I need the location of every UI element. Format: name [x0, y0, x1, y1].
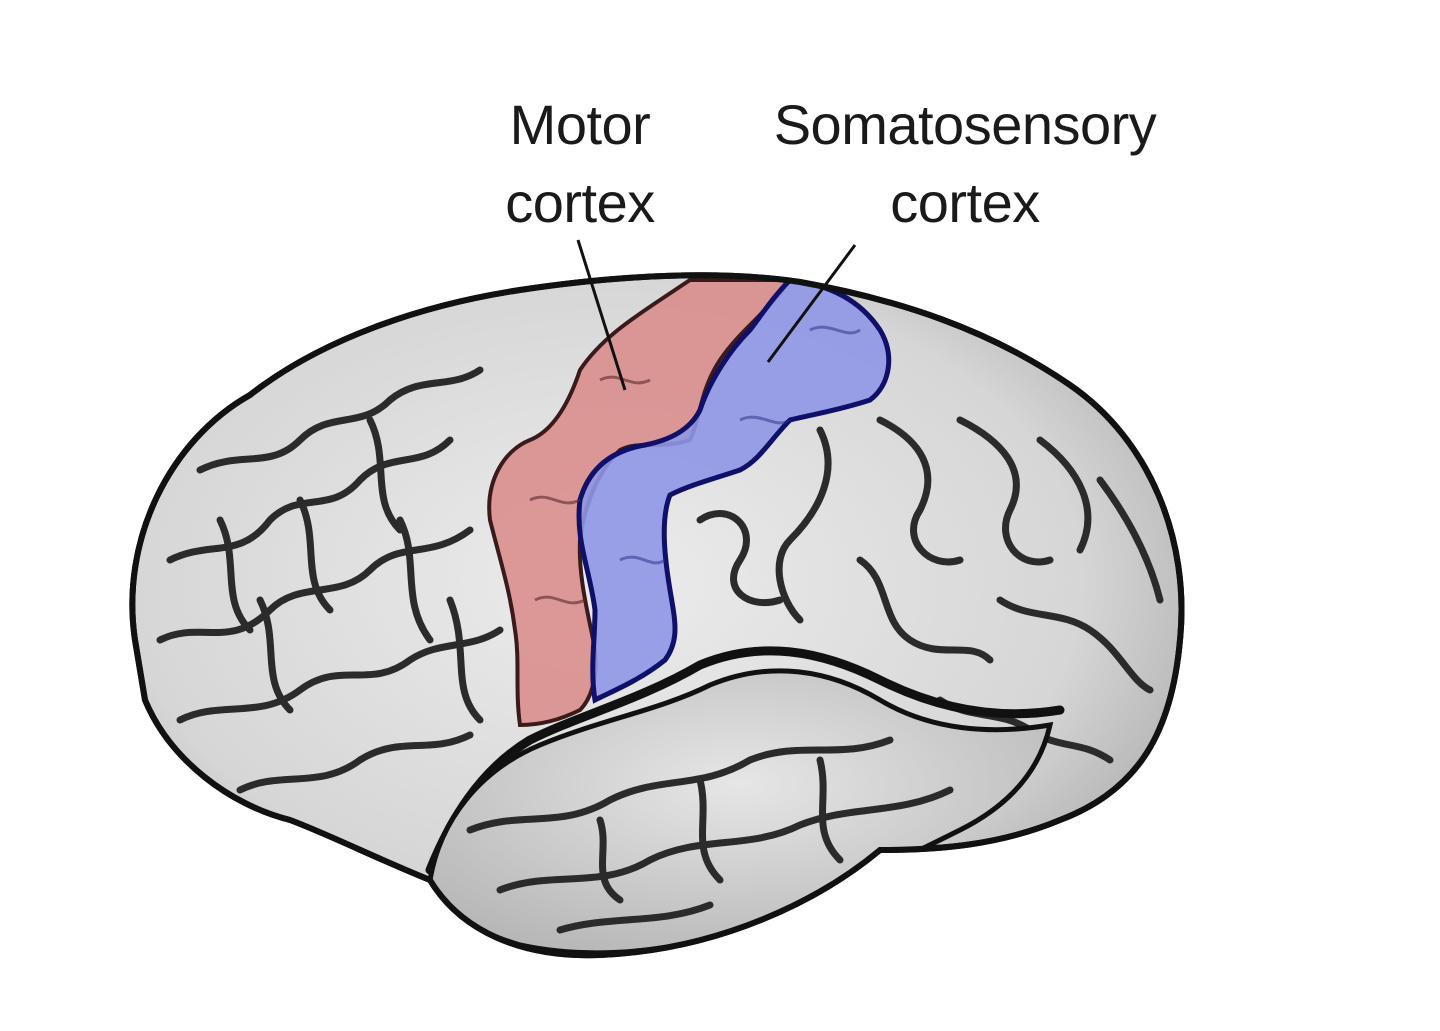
somatosensory-cortex-label-line2: cortex [890, 171, 1040, 234]
somatosensory-cortex-label-line1: Somatosensory [773, 93, 1157, 156]
motor-cortex-label-line2: cortex [505, 171, 655, 234]
motor-cortex-label-line1: Motor [509, 93, 651, 156]
motor-cortex-leader-line [576, 239, 627, 391]
temporal-lobe-sulci [466, 736, 954, 934]
somatosensory-cortex-region [576, 277, 892, 704]
motor-cortex-label: Motor cortex [470, 86, 690, 242]
somatosensory-cortex-label: Somatosensory cortex [730, 86, 1200, 242]
frontal-lobe-sulci [156, 366, 504, 794]
parietal-lobe-sulci [696, 416, 1164, 794]
somatosensory-cortex-leader-line [766, 244, 857, 363]
